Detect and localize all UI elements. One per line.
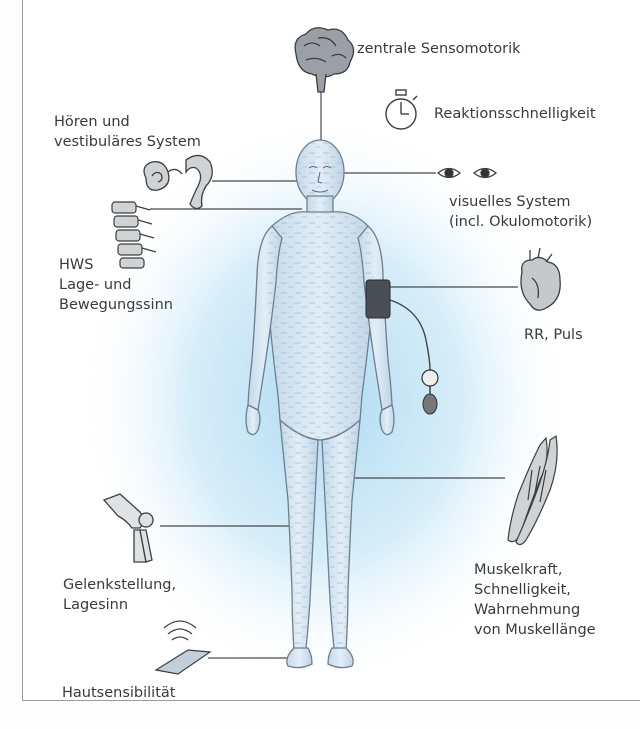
label-reaktionsschnelligkeit: Reaktionsschnelligkeit: [434, 104, 596, 124]
label-hoeren-vestibulaeres-system: Hören und vestibuläres System: [54, 112, 201, 152]
label-visuelles-system: visuelles System (incl. Okulomotorik): [449, 192, 592, 232]
figure-hand-left: [246, 405, 260, 435]
label-gelenkstellung-lagesinn: Gelenkstellung, Lagesinn: [63, 575, 176, 615]
label-hws-lage-und-bewegungssinn: HWS Lage- und Bewegungssinn: [59, 255, 173, 315]
figure-foot-left: [287, 648, 312, 668]
label-rr-puls: RR, Puls: [524, 325, 583, 345]
label-zentrale-sensomotorik: zentrale Sensomotorik: [357, 39, 521, 59]
figure-hand-right: [380, 405, 394, 435]
label-muskelkraft: Muskelkraft, Schnelligkeit, Wahrnehmung …: [474, 560, 596, 640]
figure-foot-right: [328, 648, 353, 668]
brain-icon: [295, 28, 353, 92]
stopwatch-icon: [386, 90, 417, 129]
label-hautsensibilitaet: Hautsensibilität: [62, 683, 175, 703]
